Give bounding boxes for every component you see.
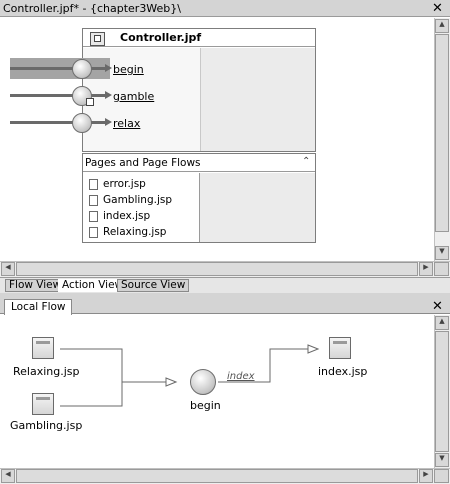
local-flow-canvas [0, 315, 434, 468]
relaxing-connector [60, 348, 123, 382]
controller-title: Controller.jpf [120, 31, 202, 44]
pages-collapse-icon[interactable]: ⌃ [302, 156, 311, 167]
forward-label-index[interactable]: index [227, 371, 255, 382]
action-begin-link[interactable]: begin [113, 63, 144, 76]
action-begin-line [10, 67, 106, 70]
action-relax-icon[interactable] [72, 113, 92, 133]
action-relax-line [10, 121, 106, 124]
tab-local-flow[interactable]: Local Flow [4, 299, 72, 315]
action-relax-link[interactable]: relax [113, 117, 141, 130]
file-icon [89, 179, 98, 190]
node-label-relaxing[interactable]: Relaxing.jsp [13, 365, 80, 378]
action-begin-icon[interactable] [72, 59, 92, 79]
bottom-horizontal-scroll-thumb[interactable] [16, 469, 418, 483]
editor-title: Controller.jpf* - {chapter3Web}\ [3, 2, 181, 15]
to-action-arrowhead [165, 377, 178, 387]
scroll-right-icon[interactable]: ▶ [419, 262, 433, 276]
controller-header [83, 29, 315, 47]
editor-close-icon[interactable]: ✕ [432, 1, 443, 16]
node-label-index[interactable]: index.jsp [318, 365, 368, 378]
page-item-error[interactable]: error.jsp [103, 178, 146, 190]
gambling-page-icon[interactable] [32, 393, 54, 415]
pages-title: Pages and Page Flows [85, 157, 201, 169]
gambling-connector [60, 382, 123, 407]
top-vertical-scroll-thumb[interactable] [435, 34, 449, 232]
editor-titlebar [0, 0, 450, 17]
scroll-corner [434, 262, 449, 276]
tab-source-view[interactable]: Source View [117, 279, 190, 292]
scroll-up-icon[interactable]: ▲ [435, 316, 449, 330]
scroll-right-icon[interactable]: ▶ [419, 469, 433, 483]
node-label-begin[interactable]: begin [190, 399, 221, 412]
pages-header [83, 154, 315, 172]
forward-arrowhead [307, 344, 320, 354]
forward-connector [218, 348, 308, 383]
index-page-icon[interactable] [329, 337, 351, 359]
controller-file-icon [90, 32, 105, 46]
panel-divider[interactable] [0, 293, 450, 297]
action-gamble-line [10, 94, 106, 97]
action-begin-arrowhead [105, 64, 112, 72]
scroll-down-icon[interactable]: ▼ [435, 246, 449, 260]
local-flow-close-icon[interactable]: ✕ [432, 299, 443, 314]
scroll-corner [434, 469, 449, 483]
local-flow-header [0, 297, 450, 314]
scroll-down-icon[interactable]: ▼ [435, 453, 449, 467]
file-icon [89, 211, 98, 222]
action-gamble-form-icon [86, 98, 94, 106]
pages-list [83, 173, 199, 242]
page-item-gambling[interactable]: Gambling.jsp [103, 194, 173, 206]
page-item-relaxing[interactable]: Relaxing.jsp [103, 226, 167, 238]
file-icon [89, 227, 98, 238]
begin-action-icon[interactable] [190, 369, 216, 395]
node-label-gambling[interactable]: Gambling.jsp [10, 419, 83, 432]
scroll-left-icon[interactable]: ◀ [1, 469, 15, 483]
relaxing-page-icon[interactable] [32, 337, 54, 359]
pages-detail-pane [199, 173, 315, 242]
scroll-up-icon[interactable]: ▲ [435, 19, 449, 33]
bottom-vertical-scroll-thumb[interactable] [435, 331, 449, 452]
file-icon [89, 195, 98, 206]
scroll-left-icon[interactable]: ◀ [1, 262, 15, 276]
action-relax-arrowhead [105, 118, 112, 126]
top-horizontal-scroll-thumb[interactable] [16, 262, 418, 276]
controller-file-icon-inner [94, 35, 101, 42]
page-item-index[interactable]: index.jsp [103, 210, 151, 222]
tab-flow-view[interactable]: Flow View [5, 279, 66, 292]
action-gamble-arrowhead [105, 91, 112, 99]
flow-connectors [60, 344, 320, 407]
controller-detail-pane [200, 48, 315, 151]
action-gamble-link[interactable]: gamble [113, 90, 155, 103]
